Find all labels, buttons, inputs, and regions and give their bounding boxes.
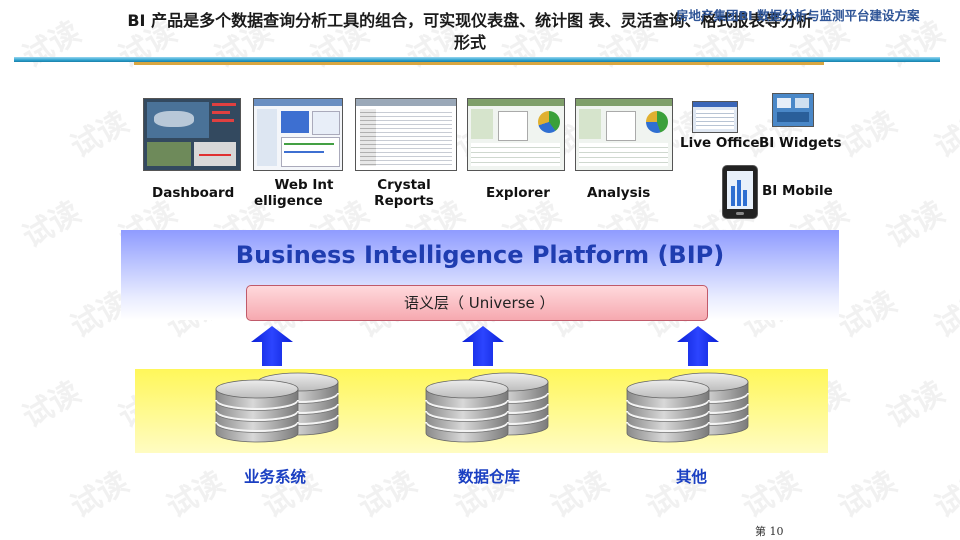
web-intelligence-screenshot (253, 98, 343, 171)
source-label-data-warehouse: 数据仓库 (458, 468, 521, 486)
product-label-web-intelligence: Web Int elligence (254, 177, 334, 209)
semantic-layer-label: 语义层（ Universe ） (404, 294, 555, 312)
product-label-live-office: Live Office (680, 135, 760, 151)
live-office-screenshot (692, 101, 738, 133)
upward-arrow-right (677, 326, 719, 366)
source-label-other: 其他 (676, 468, 708, 486)
product-label-analysis: Analysis (587, 185, 651, 201)
bi-mobile-phone-icon (722, 165, 758, 219)
crystal-reports-screenshot (355, 98, 457, 171)
header-divider-blue (14, 57, 940, 62)
analysis-screenshot (575, 98, 673, 171)
dashboard-screenshot (143, 98, 241, 171)
header-divider-gold (134, 62, 824, 65)
semantic-layer-box (246, 285, 708, 321)
upward-arrow-center (462, 326, 504, 366)
product-label-bi-widgets: BI Widgets (759, 135, 842, 151)
product-label-crystal-reports: Crystal Reports (374, 177, 434, 209)
header-right-title: 房地产集团BI 数据分析与监测平台建设方案 (676, 8, 920, 23)
page-number: 第 10 (755, 525, 784, 538)
source-label-business-systems: 业务系统 (244, 468, 307, 486)
database-icon-other (626, 372, 749, 443)
bi-platform-title: Business Intelligence Platform (BIP) (235, 241, 725, 269)
explorer-screenshot (467, 98, 565, 171)
product-label-bi-mobile: BI Mobile (762, 183, 833, 199)
database-icon-business-systems (215, 372, 339, 443)
bi-widgets-screenshot (772, 93, 814, 127)
product-label-explorer: Explorer (486, 185, 550, 201)
product-label-dashboard: Dashboard (152, 185, 235, 201)
page-title: BI 产品是多个数据查询分析工具的组合，可实现仪表盘、统计图 表、灵活查询、格式… (127, 11, 813, 52)
upward-arrow-left (251, 326, 293, 366)
database-icon-data-warehouse (425, 372, 549, 443)
